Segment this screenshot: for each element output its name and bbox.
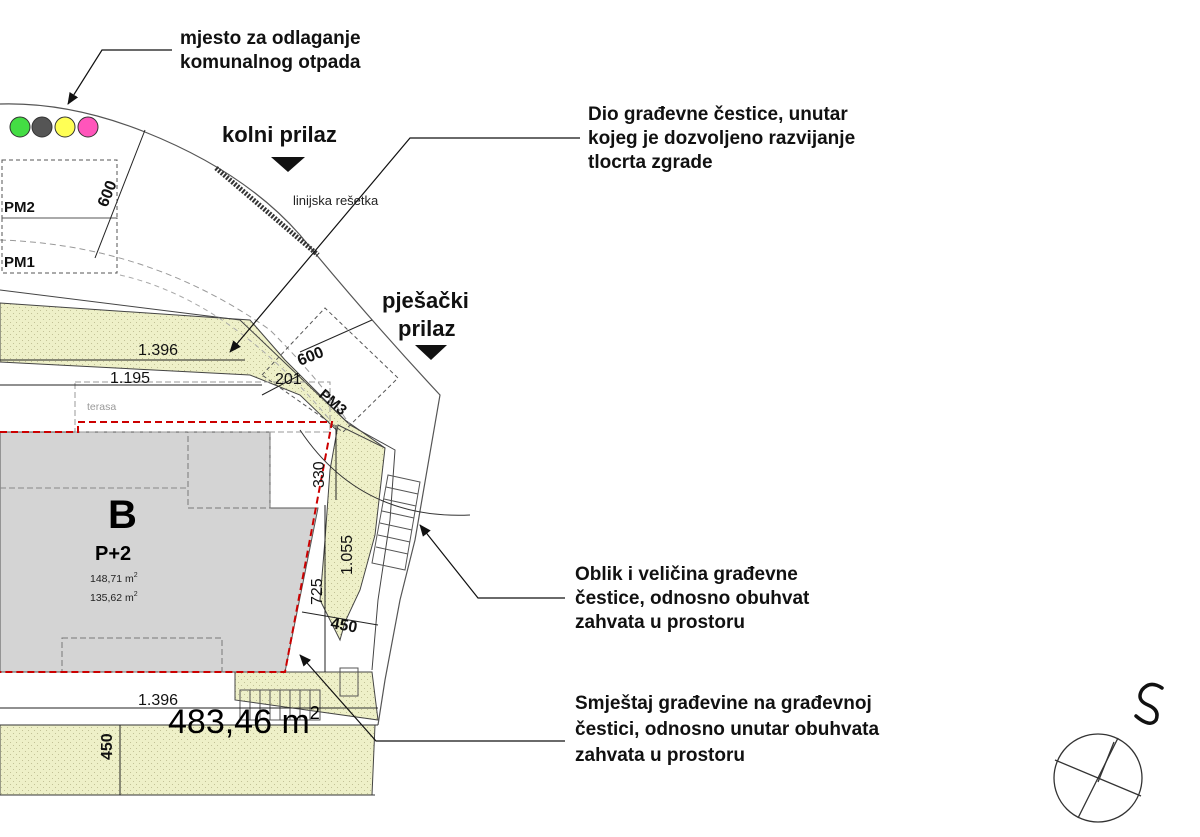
stairs-right bbox=[371, 474, 421, 571]
dashed-road-line bbox=[119, 274, 331, 421]
dim-725: 725 bbox=[309, 578, 326, 605]
plot-shape-label-3: zahvata u prostoru bbox=[575, 612, 745, 633]
dim-450-right: 450 bbox=[329, 615, 358, 636]
buildable-label-3: tlocrta zgrade bbox=[588, 152, 713, 173]
terrace-outline bbox=[74, 381, 331, 433]
drainage-grate bbox=[214, 166, 320, 257]
car-access-label: kolni prilaz bbox=[222, 122, 337, 147]
area-1-value: 148,71 m bbox=[90, 573, 134, 585]
waste-bin-grey bbox=[31, 116, 53, 138]
car-access-triangle bbox=[271, 157, 305, 172]
plot-boundary bbox=[0, 103, 441, 726]
area-2-value: 135,62 m bbox=[90, 592, 134, 604]
green-strip-right bbox=[319, 424, 386, 642]
plot-area-value: 483,46 m bbox=[168, 703, 310, 741]
entry-curve bbox=[299, 429, 471, 516]
plot-area-label: 483,46 m2 bbox=[168, 703, 320, 741]
waste-label-2: komunalnog otpada bbox=[180, 52, 361, 73]
plot-shape-label-1: Oblik i veličina građevne bbox=[575, 564, 798, 585]
parking-space-pm2 bbox=[1, 159, 118, 219]
buildable-label-2: kojeg je dozvoljeno razvijanje bbox=[588, 128, 855, 149]
plot-inner-edge bbox=[0, 289, 396, 671]
grate-label: linijska rešetka bbox=[293, 193, 379, 208]
dim-1396-top: 1.396 bbox=[138, 342, 178, 359]
terrace-label: terasa bbox=[87, 401, 116, 413]
waste-bin-pink bbox=[77, 116, 99, 138]
building-area-2: 135,62 m2 bbox=[90, 591, 138, 604]
pm1-label: PM1 bbox=[4, 254, 35, 271]
dim-330: 330 bbox=[311, 461, 328, 488]
waste-bin-yellow bbox=[54, 116, 76, 138]
dim-1055: 1.055 bbox=[339, 535, 356, 575]
parking-space-pm1 bbox=[1, 217, 118, 274]
dim-600-top: 600 bbox=[95, 178, 121, 209]
placement-label-2: čestici, odnosno unutar obuhvata bbox=[575, 719, 879, 740]
pedestrian-access-label-1: pješački bbox=[382, 288, 469, 313]
dim-450-bottom: 450 bbox=[99, 733, 116, 760]
pedestrian-access-triangle bbox=[415, 345, 447, 360]
waste-label-1: mjesto za odlaganje bbox=[180, 28, 361, 49]
waste-bins bbox=[9, 116, 99, 138]
north-arrow-icon bbox=[1134, 682, 1164, 725]
pm2-label: PM2 bbox=[4, 199, 35, 216]
dim-201: 201 bbox=[275, 371, 302, 388]
area-2-sup: 2 bbox=[134, 591, 138, 598]
parking-space-pm3 bbox=[261, 307, 399, 433]
stairs-bottom bbox=[239, 667, 359, 721]
building-area-1: 148,71 m2 bbox=[90, 572, 138, 585]
plot-shape-label-2: čestice, odnosno obuhvat bbox=[575, 588, 810, 609]
buildable-label-1: Dio građevne čestice, unutar bbox=[588, 104, 848, 125]
placement-label-1: Smještaj građevine na građevnoj bbox=[575, 693, 872, 714]
placement-label-3: zahvata u prostoru bbox=[575, 745, 745, 766]
dim-1396-bottom: 1.396 bbox=[138, 692, 178, 709]
dim-600-mid: 600 bbox=[295, 344, 326, 370]
leader-lines bbox=[67, 49, 580, 742]
plot-area-sup: 2 bbox=[310, 703, 320, 723]
buildable-area-outline bbox=[0, 421, 334, 673]
building-floors: P+2 bbox=[95, 543, 131, 565]
building-letter: B bbox=[108, 493, 137, 537]
pedestrian-access-label-2: prilaz bbox=[398, 316, 455, 341]
waste-bin-green bbox=[9, 116, 31, 138]
area-1-sup: 2 bbox=[134, 572, 138, 579]
compass-rose-icon bbox=[1053, 733, 1143, 823]
dimension-lines bbox=[0, 129, 379, 795]
dim-1195: 1.195 bbox=[110, 370, 150, 387]
